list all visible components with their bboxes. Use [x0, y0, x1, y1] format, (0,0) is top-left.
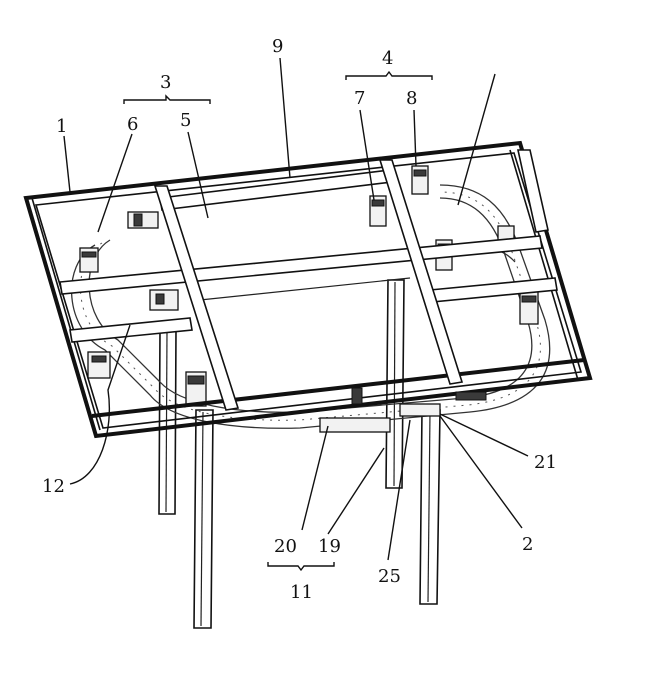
carriage-unit — [127, 211, 159, 229]
label-1: 1 — [56, 116, 67, 137]
main-frame — [23, 140, 593, 439]
leg-front-right — [419, 409, 441, 605]
carriage-unit — [87, 351, 111, 379]
label-19: 19 — [318, 536, 341, 557]
drive-assembly — [319, 387, 487, 433]
label-12: 12 — [42, 476, 65, 497]
cross-beams — [59, 149, 558, 411]
carriage-unit — [411, 165, 429, 195]
label-7: 7 — [354, 88, 365, 109]
label-9: 9 — [272, 36, 283, 57]
label-21: 21 — [534, 452, 557, 473]
label-25: 25 — [378, 566, 401, 587]
label-20: 20 — [274, 536, 297, 557]
carriage-unit — [185, 371, 207, 407]
bracket-group-11 — [267, 562, 335, 572]
label-4: 4 — [382, 48, 393, 69]
label-2: 2 — [522, 534, 533, 555]
bracket-group-4 — [345, 70, 433, 80]
carriage-unit — [79, 247, 99, 273]
label-5: 5 — [180, 110, 191, 131]
reference-labels: 1 6 5 3 9 4 7 8 12 21 2 20 19 25 11 — [42, 36, 557, 603]
label-8: 8 — [406, 88, 417, 109]
label-6: 6 — [127, 114, 138, 135]
carriage-unit — [519, 289, 539, 325]
leg-front-left — [193, 409, 214, 629]
bracket-group-3 — [123, 94, 211, 104]
label-3: 3 — [160, 72, 171, 93]
leader-lines — [63, 57, 529, 561]
label-11: 11 — [290, 582, 313, 603]
carriage-unit — [149, 289, 179, 311]
carriage-unit — [369, 195, 387, 227]
leg-back-left — [158, 329, 177, 515]
